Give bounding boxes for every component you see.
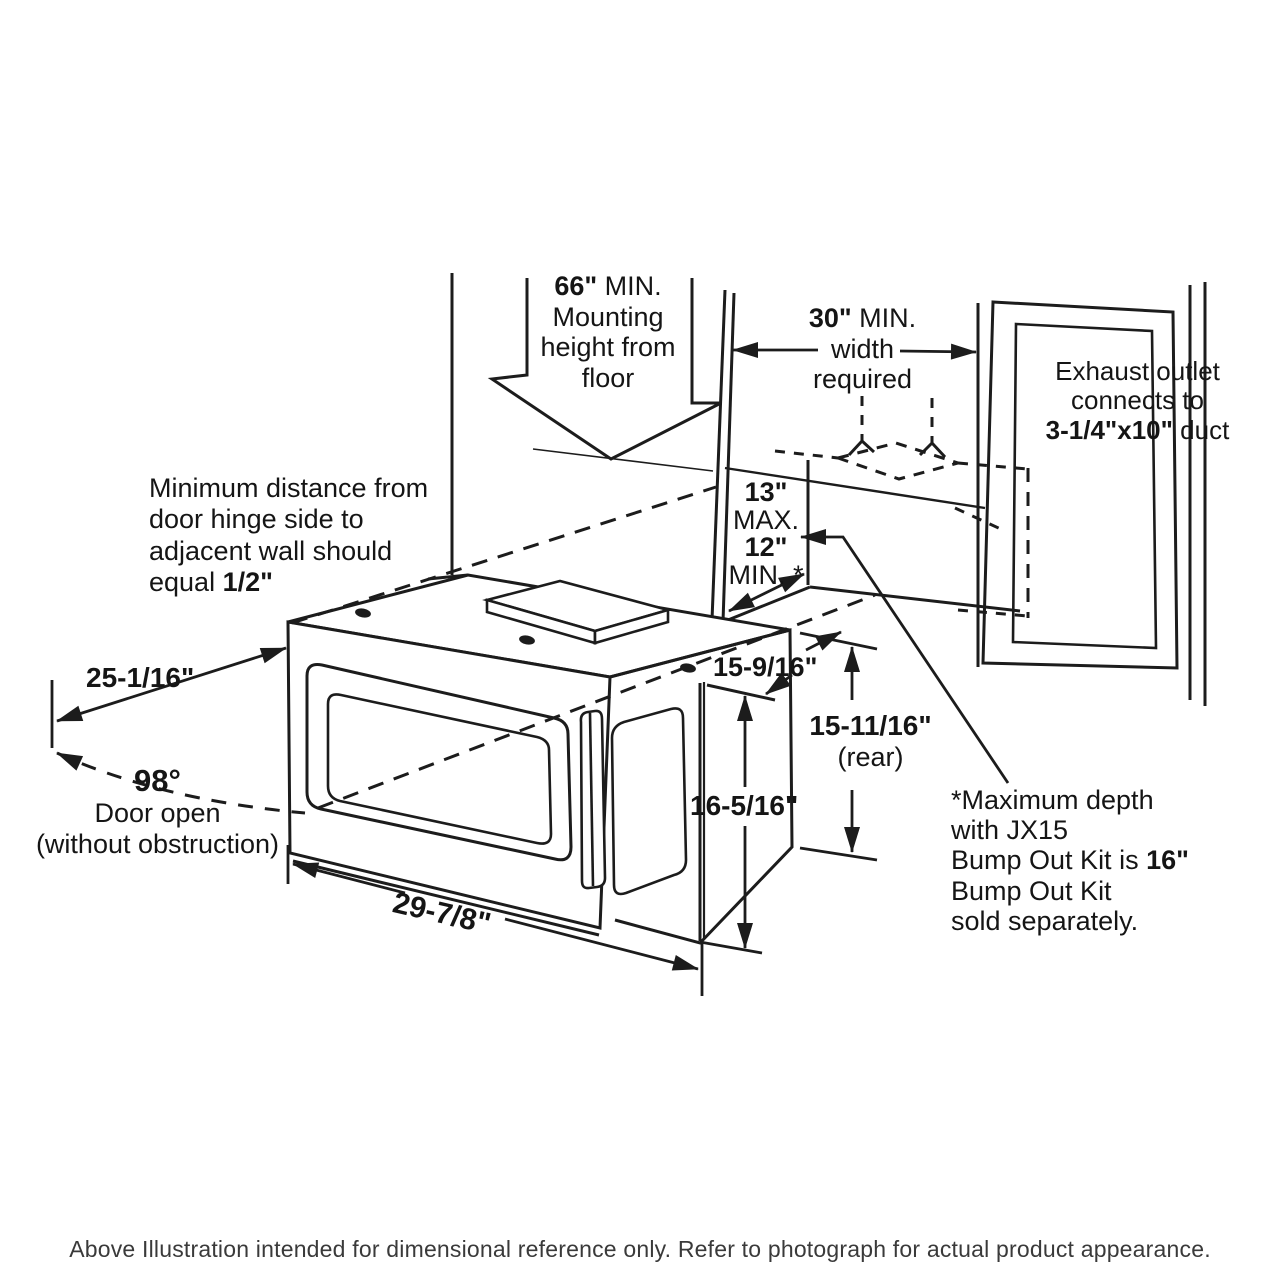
hinge-to-wall-dashed: [291, 485, 717, 625]
mounting-height-arrow: [487, 278, 722, 461]
top-face-dots: [355, 608, 696, 673]
exhaust-outlet-label: Exhaust outlet connects to 3-1/4"x10" du…: [1045, 356, 1230, 445]
height-front-dimension: 15-9/16": [713, 652, 818, 682]
height-rear-dimension: 15-11/16" (rear): [809, 710, 932, 772]
width-required-label: 30" MIN. width required: [808, 303, 917, 394]
door-swing-arc: [56, 751, 306, 815]
door-projection-dimension: 25-1/16": [86, 662, 195, 693]
hidden-duct-dashed: [774, 396, 1030, 618]
vent-plate: [482, 579, 673, 645]
door-swing-dashed: [317, 593, 876, 810]
side-panel: [610, 707, 688, 896]
dimension-29-7-8: [286, 845, 704, 996]
dimension-15-11-16-rear: [799, 646, 878, 862]
dimension-13-12-depth: [728, 572, 805, 613]
dimension-16-5-16: [699, 695, 763, 955]
dimension-25-1-16: [50, 646, 287, 748]
door-handle: [579, 709, 607, 890]
door-open-label: 98° Door open (without obstruction): [35, 763, 280, 859]
clearance-dashed-lines: [56, 485, 876, 815]
exhaust-wall-panel: [976, 282, 1207, 706]
dimension-15-9-16: [765, 630, 878, 696]
reference-caption: Above Illustration intended for dimensio…: [69, 1236, 1211, 1262]
depth-leader-line: [800, 529, 1010, 784]
height-overall-dimension: 16-5/16": [690, 790, 799, 821]
mounting-height-label: 66" MIN. Mounting height from floor: [540, 271, 676, 393]
recess-depth-label: 13" MAX. 12" MIN. *: [728, 477, 804, 590]
door-window: [305, 663, 573, 862]
hinge-clearance-note: Minimum distance from door hinge side to…: [149, 473, 429, 597]
max-depth-note: *Maximum depth with JX15 Bump Out Kit is…: [951, 785, 1189, 936]
microwave: [286, 573, 794, 945]
dimension-30in-width: [732, 342, 977, 360]
